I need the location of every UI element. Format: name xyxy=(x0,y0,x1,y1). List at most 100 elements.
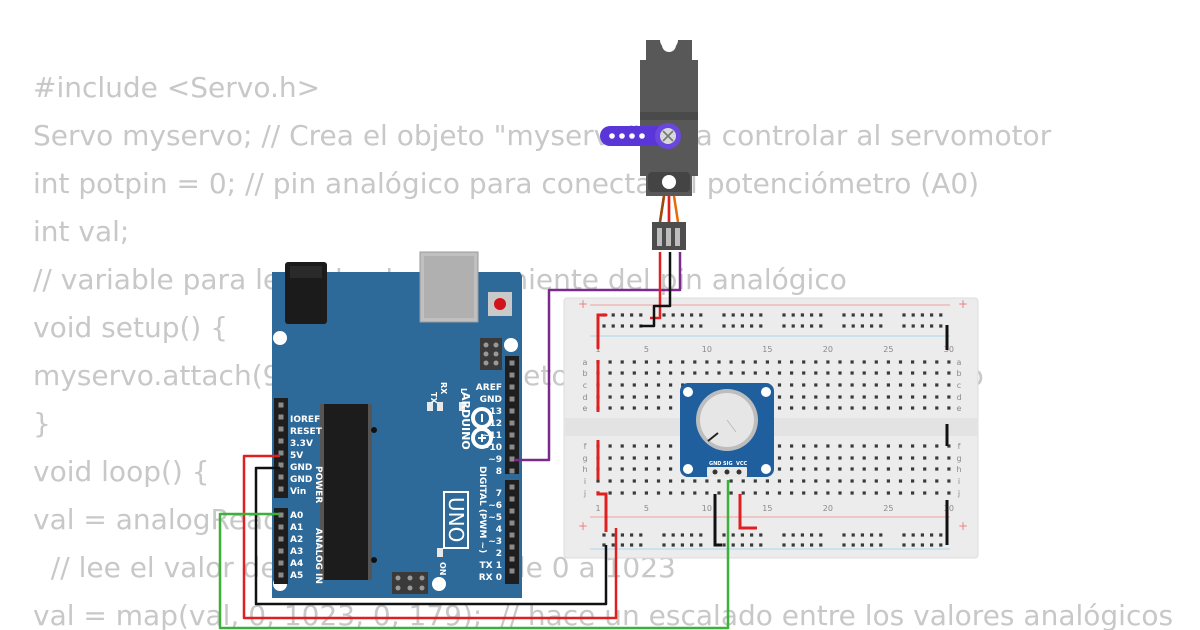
breadboard-hole[interactable] xyxy=(939,324,943,328)
breadboard-hole[interactable] xyxy=(862,406,866,410)
breadboard-hole[interactable] xyxy=(826,383,830,387)
breadboard-hole[interactable] xyxy=(862,456,866,460)
breadboard-hole[interactable] xyxy=(886,406,890,410)
breadboard-hole[interactable] xyxy=(620,324,624,328)
breadboard-hole[interactable] xyxy=(750,543,754,547)
breadboard-hole[interactable] xyxy=(777,383,782,387)
breadboard-hole[interactable] xyxy=(819,533,823,537)
breadboard-hole[interactable] xyxy=(644,467,648,471)
breadboard-hole[interactable] xyxy=(838,383,842,387)
breadboard-hole[interactable] xyxy=(923,479,927,483)
header-pin[interactable] xyxy=(509,456,515,462)
breadboard-hole[interactable] xyxy=(838,491,842,495)
breadboard-hole[interactable] xyxy=(681,371,685,375)
breadboard-hole[interactable] xyxy=(753,491,757,495)
breadboard-hole[interactable] xyxy=(851,313,855,317)
breadboard-hole[interactable] xyxy=(669,371,673,375)
breadboard-hole[interactable] xyxy=(886,444,890,448)
breadboard-hole[interactable] xyxy=(826,395,830,399)
breadboard-hole[interactable] xyxy=(632,395,636,399)
header-pin[interactable] xyxy=(278,402,284,408)
breadboard-hole[interactable] xyxy=(608,395,612,399)
breadboard-hole[interactable] xyxy=(644,456,648,460)
breadboard-hole[interactable] xyxy=(632,491,636,495)
breadboard-hole[interactable] xyxy=(911,467,915,471)
header-pin[interactable] xyxy=(509,384,515,390)
header-pin[interactable] xyxy=(509,532,515,538)
breadboard-hole[interactable] xyxy=(911,533,915,537)
breadboard-hole[interactable] xyxy=(930,324,934,328)
breadboard-hole[interactable] xyxy=(669,395,673,399)
breadboard-hole[interactable] xyxy=(874,383,878,387)
breadboard-hole[interactable] xyxy=(681,383,685,387)
breadboard-hole[interactable] xyxy=(898,395,903,399)
breadboard-hole[interactable] xyxy=(620,533,624,537)
breadboard-hole[interactable] xyxy=(765,360,769,364)
breadboard-hole[interactable] xyxy=(802,383,806,387)
breadboard-hole[interactable] xyxy=(826,371,830,375)
breadboard-hole[interactable] xyxy=(870,533,874,537)
breadboard-hole[interactable] xyxy=(947,467,951,471)
breadboard-hole[interactable] xyxy=(851,543,855,547)
breadboard-hole[interactable] xyxy=(608,360,612,364)
breadboard-hole[interactable] xyxy=(814,491,818,495)
header-pin[interactable] xyxy=(278,474,284,480)
breadboard-hole[interactable] xyxy=(750,313,754,317)
breadboard-hole[interactable] xyxy=(826,456,830,460)
breadboard-hole[interactable] xyxy=(790,467,794,471)
breadboard-hole[interactable] xyxy=(632,456,636,460)
breadboard-hole[interactable] xyxy=(947,479,951,483)
breadboard-hole[interactable] xyxy=(930,533,934,537)
breadboard-hole[interactable] xyxy=(879,324,883,328)
breadboard-hole[interactable] xyxy=(814,467,818,471)
breadboard-hole[interactable] xyxy=(923,456,927,460)
breadboard-hole[interactable] xyxy=(879,543,883,547)
breadboard-hole[interactable] xyxy=(898,456,903,460)
breadboard-hole[interactable] xyxy=(874,406,878,410)
breadboard-hole[interactable] xyxy=(898,467,903,471)
header-pin[interactable] xyxy=(278,548,284,554)
breadboard-hole[interactable] xyxy=(826,360,830,364)
breadboard-hole[interactable] xyxy=(862,444,866,448)
breadboard-hole[interactable] xyxy=(874,395,878,399)
breadboard-hole[interactable] xyxy=(731,324,735,328)
breadboard-hole[interactable] xyxy=(669,360,673,364)
header-pin[interactable] xyxy=(509,496,515,502)
breadboard-hole[interactable] xyxy=(935,491,939,495)
breadboard-hole[interactable] xyxy=(722,533,726,537)
breadboard-hole[interactable] xyxy=(608,406,612,410)
breadboard-hole[interactable] xyxy=(874,491,878,495)
analog-header[interactable] xyxy=(274,508,288,584)
breadboard-hole[interactable] xyxy=(759,533,763,537)
breadboard-hole[interactable] xyxy=(920,543,924,547)
breadboard-hole[interactable] xyxy=(690,533,694,537)
breadboard-hole[interactable] xyxy=(911,456,915,460)
breadboard-hole[interactable] xyxy=(791,313,795,317)
breadboard-hole[interactable] xyxy=(790,360,794,364)
breadboard-hole[interactable] xyxy=(693,491,697,495)
breadboard-hole[interactable] xyxy=(838,360,842,364)
breadboard-hole[interactable] xyxy=(947,491,951,495)
breadboard-hole[interactable] xyxy=(886,491,890,495)
breadboard-hole[interactable] xyxy=(620,383,624,387)
breadboard-hole[interactable] xyxy=(729,371,733,375)
breadboard-hole[interactable] xyxy=(611,533,615,537)
breadboard-hole[interactable] xyxy=(608,371,612,375)
breadboard-hole[interactable] xyxy=(790,406,794,410)
breadboard-hole[interactable] xyxy=(620,491,624,495)
breadboard-hole[interactable] xyxy=(819,543,823,547)
breadboard-hole[interactable] xyxy=(850,456,854,460)
breadboard-hole[interactable] xyxy=(862,467,866,471)
breadboard-hole[interactable] xyxy=(790,479,794,483)
pot-pin-vcc[interactable] xyxy=(736,469,742,475)
breadboard-hole[interactable] xyxy=(790,395,794,399)
breadboard-hole[interactable] xyxy=(729,360,733,364)
breadboard-hole[interactable] xyxy=(741,479,745,483)
breadboard-hole[interactable] xyxy=(750,533,754,537)
breadboard-hole[interactable] xyxy=(814,456,818,460)
breadboard-hole[interactable] xyxy=(898,406,903,410)
breadboard-hole[interactable] xyxy=(923,406,927,410)
breadboard-hole[interactable] xyxy=(608,383,612,387)
breadboard-hole[interactable] xyxy=(874,467,878,471)
breadboard-hole[interactable] xyxy=(731,313,735,317)
